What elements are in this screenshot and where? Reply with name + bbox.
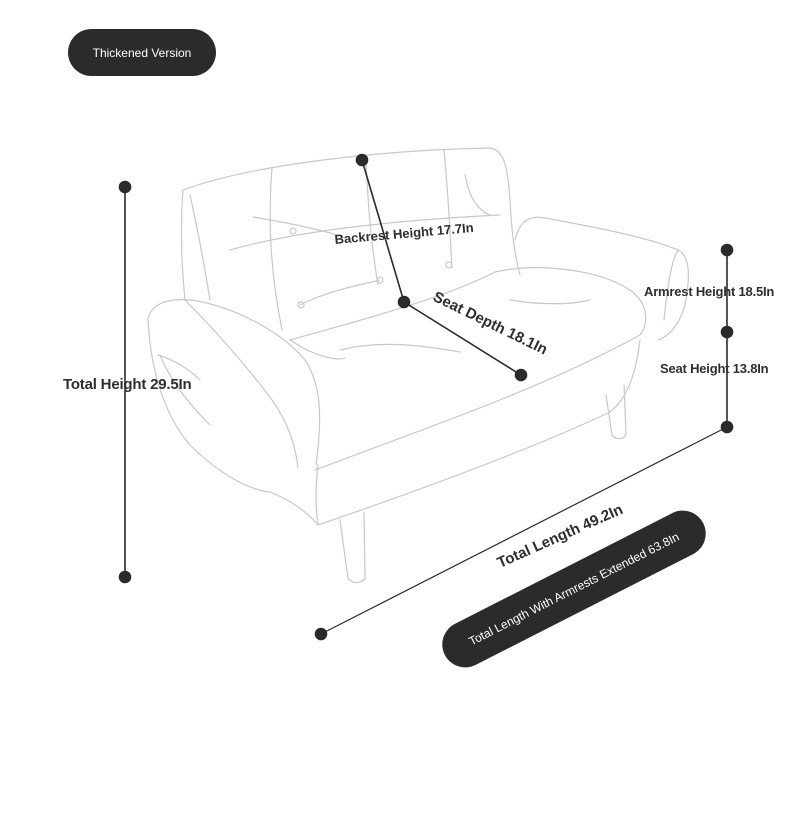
total-height-top-marker — [118, 180, 132, 194]
total-height-bottom-marker — [118, 570, 132, 584]
total-length-left-marker — [314, 627, 328, 641]
armrest-top-marker — [720, 243, 734, 257]
total-height-label: Total Height 29.5In — [63, 376, 192, 393]
seat-depth-label: Seat Depth 18.1In — [430, 288, 550, 358]
thickened-version-label: Thickened Version — [92, 45, 192, 60]
backrest-top-marker — [355, 153, 369, 167]
seat-height-marker — [720, 325, 734, 339]
thickened-version-badge: Thickened Version — [68, 29, 216, 76]
seat-height-label: Seat Height 13.8In — [660, 361, 769, 376]
extended-length-label: Total Length With Armrests Extended 63.8… — [467, 530, 682, 649]
backrest-height-label: Backrest Height 17.7In — [334, 220, 474, 247]
armrest-height-label: Armrest Height 18.5In — [644, 284, 775, 299]
seat-depth-front-marker — [514, 368, 528, 382]
